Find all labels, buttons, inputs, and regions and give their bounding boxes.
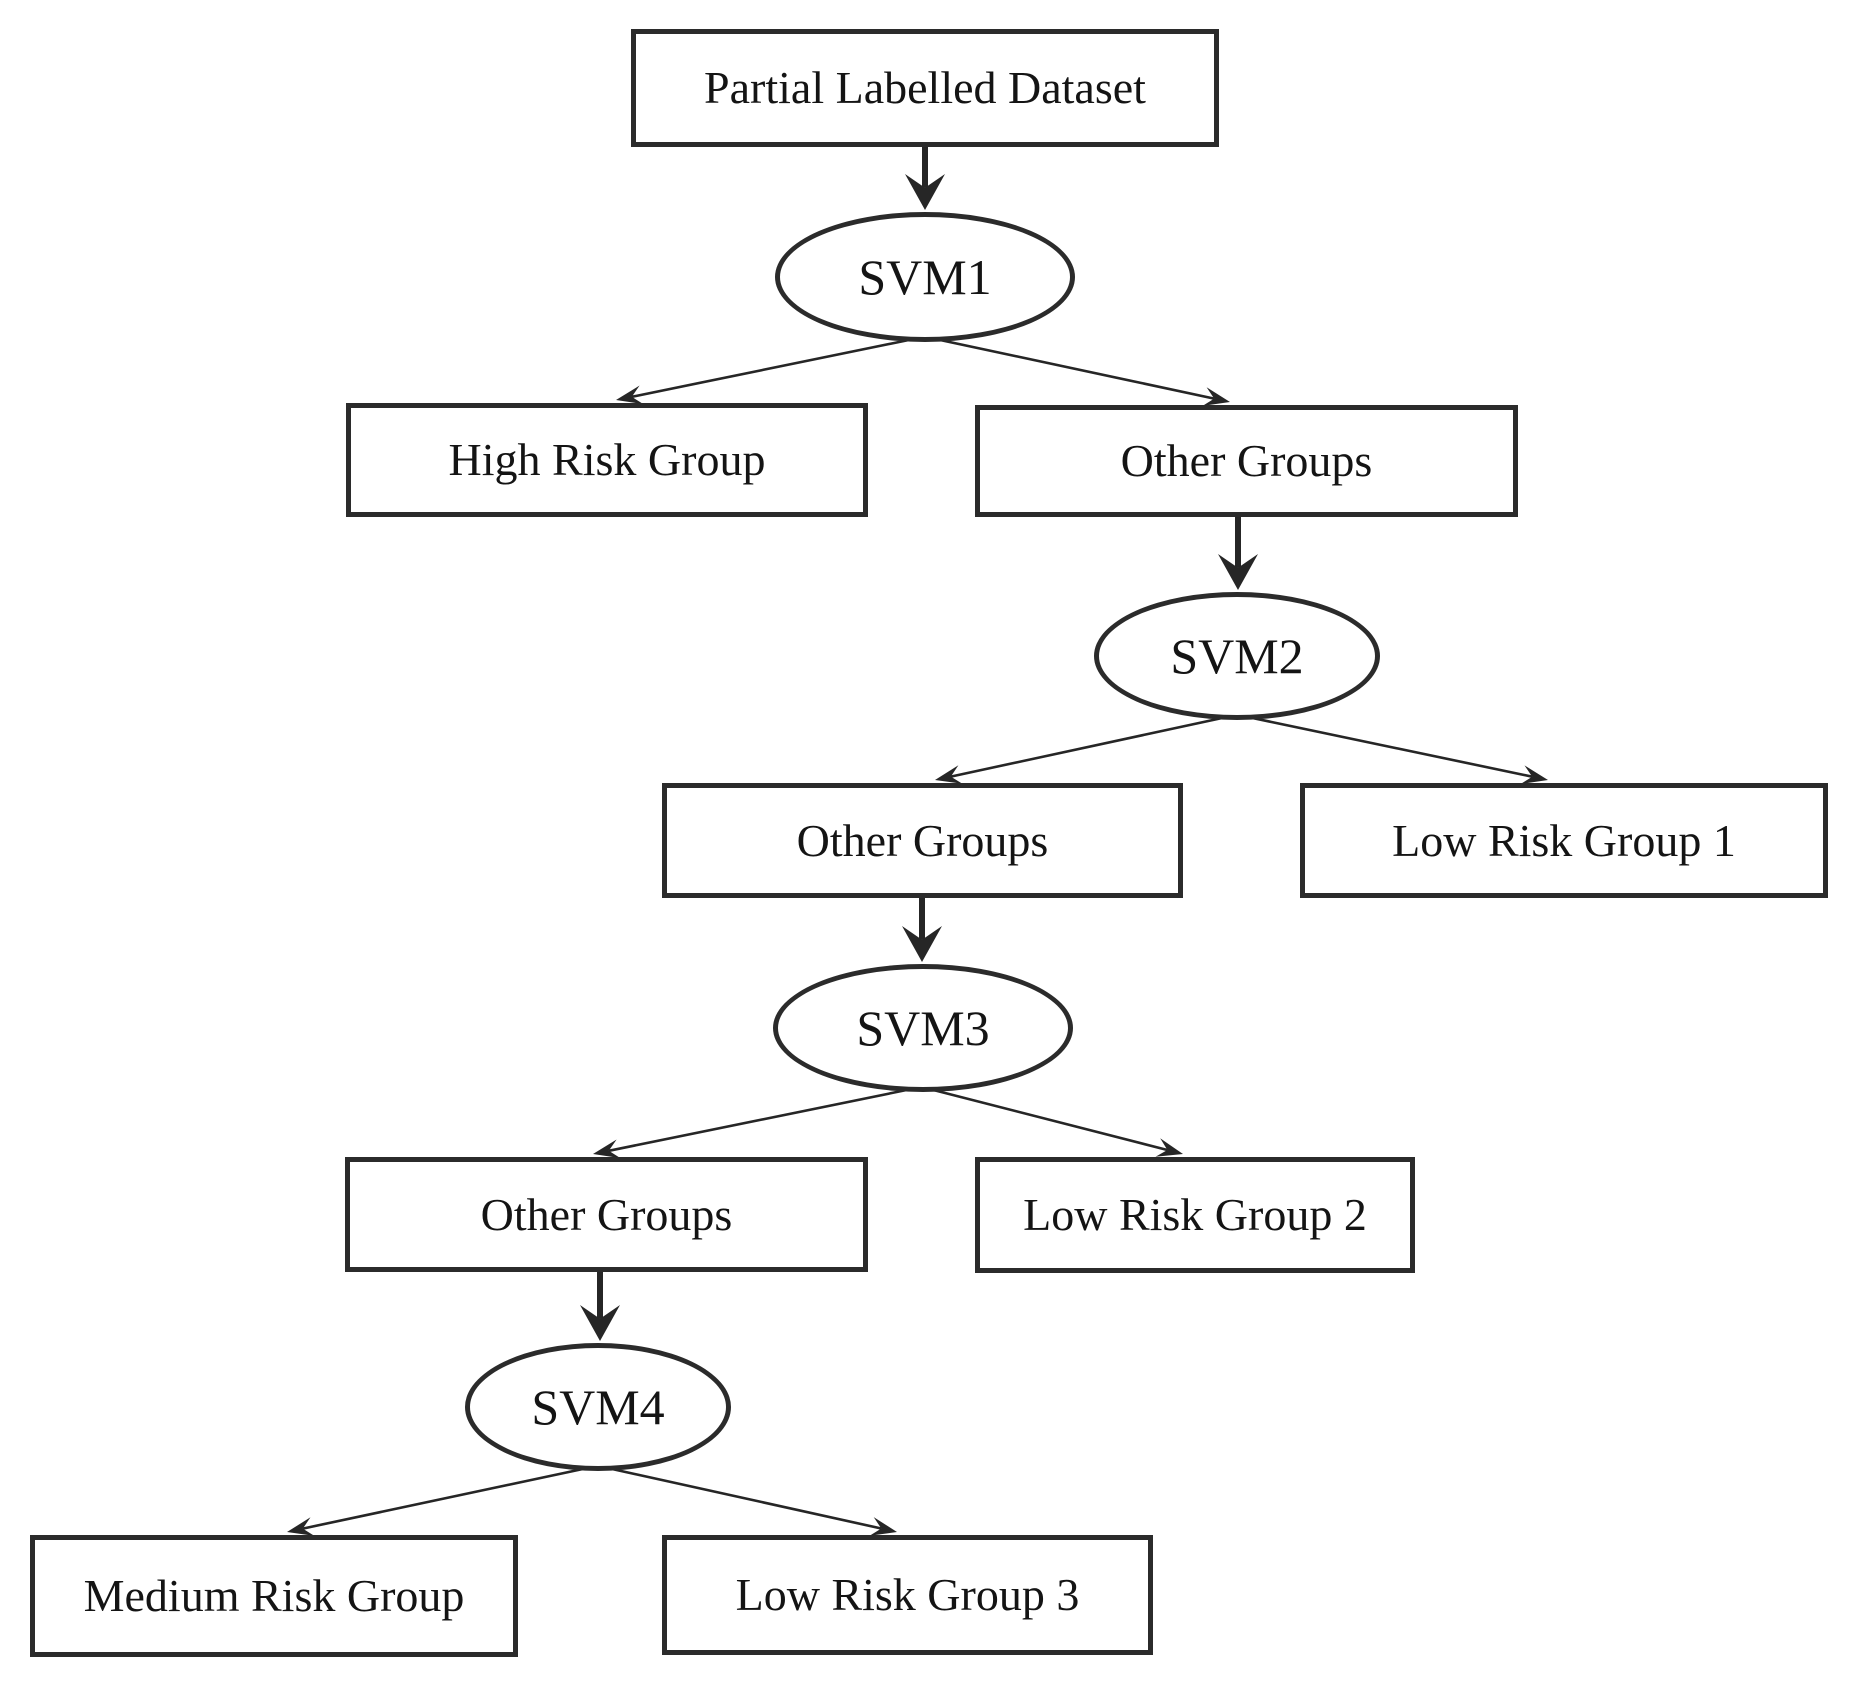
node-high-risk-group: High Risk Group	[346, 403, 868, 517]
node-low-risk-group-2-label: Low Risk Group 2	[1023, 1189, 1367, 1240]
edge-svm2-to-low-risk-group-1	[1223, 710, 1533, 778]
node-svm4-label: SVM4	[531, 1379, 665, 1435]
node-medium-risk-group-label: Medium Risk Group	[83, 1570, 465, 1621]
node-medium-risk-group: Medium Risk Group	[30, 1535, 518, 1657]
edge-svm3-to-other-groups-3	[608, 1082, 937, 1153]
arrowhead	[1202, 387, 1230, 406]
node-svm2-label: SVM2	[1170, 628, 1304, 684]
arrowhead	[905, 174, 945, 210]
node-low-risk-group-2: Low Risk Group 2	[975, 1157, 1415, 1273]
node-svm1-label: SVM1	[858, 249, 992, 305]
node-low-risk-group-3-label: Low Risk Group 3	[735, 1569, 1080, 1620]
node-other-groups-3-label: Other Groups	[480, 1188, 733, 1240]
node-other-groups-2: Other Groups	[662, 783, 1183, 898]
node-other-groups-2-label: Other Groups	[796, 814, 1049, 866]
arrowhead	[869, 1517, 897, 1536]
node-low-risk-group-1: Low Risk Group 1	[1300, 783, 1828, 898]
edge-svm4-to-low-risk-group-3	[584, 1461, 882, 1530]
node-svm1: SVM1	[775, 212, 1075, 342]
arrowhead	[580, 1305, 620, 1341]
node-svm4: SVM4	[465, 1343, 731, 1471]
node-other-groups-1: Other Groups	[975, 405, 1518, 517]
node-partial-labelled-dataset: Partial Labelled Dataset	[631, 29, 1219, 147]
arrowhead	[287, 1517, 315, 1536]
edge-svm4-to-medium-risk-group	[302, 1461, 612, 1530]
edge-svm3-to-low-risk-group-2	[909, 1082, 1168, 1152]
edge-svm2-to-other-groups-2	[950, 710, 1251, 778]
node-other-groups-3: Other Groups	[345, 1157, 868, 1272]
node-svm2: SVM2	[1094, 592, 1380, 720]
node-low-risk-group-1-label: Low Risk Group 1	[1392, 814, 1736, 866]
node-low-risk-group-3: Low Risk Group 3	[662, 1535, 1153, 1655]
arrowhead	[593, 1139, 621, 1159]
arrowhead	[1155, 1138, 1183, 1157]
arrowhead	[1520, 765, 1548, 784]
node-svm3: SVM3	[773, 964, 1073, 1092]
edge-svm1-to-high-risk-group	[631, 332, 939, 399]
arrowhead	[616, 385, 644, 405]
edge-svm1-to-other-groups-1	[911, 332, 1215, 400]
node-partial-labelled-dataset-label: Partial Labelled Dataset	[704, 62, 1146, 113]
node-high-risk-group-label: High Risk Group	[448, 434, 766, 485]
arrowhead	[902, 926, 942, 962]
arrowhead	[935, 765, 963, 784]
node-svm3-label: SVM3	[856, 1000, 990, 1056]
arrowhead	[1218, 554, 1258, 590]
node-other-groups-1-label: Other Groups	[1120, 435, 1373, 486]
